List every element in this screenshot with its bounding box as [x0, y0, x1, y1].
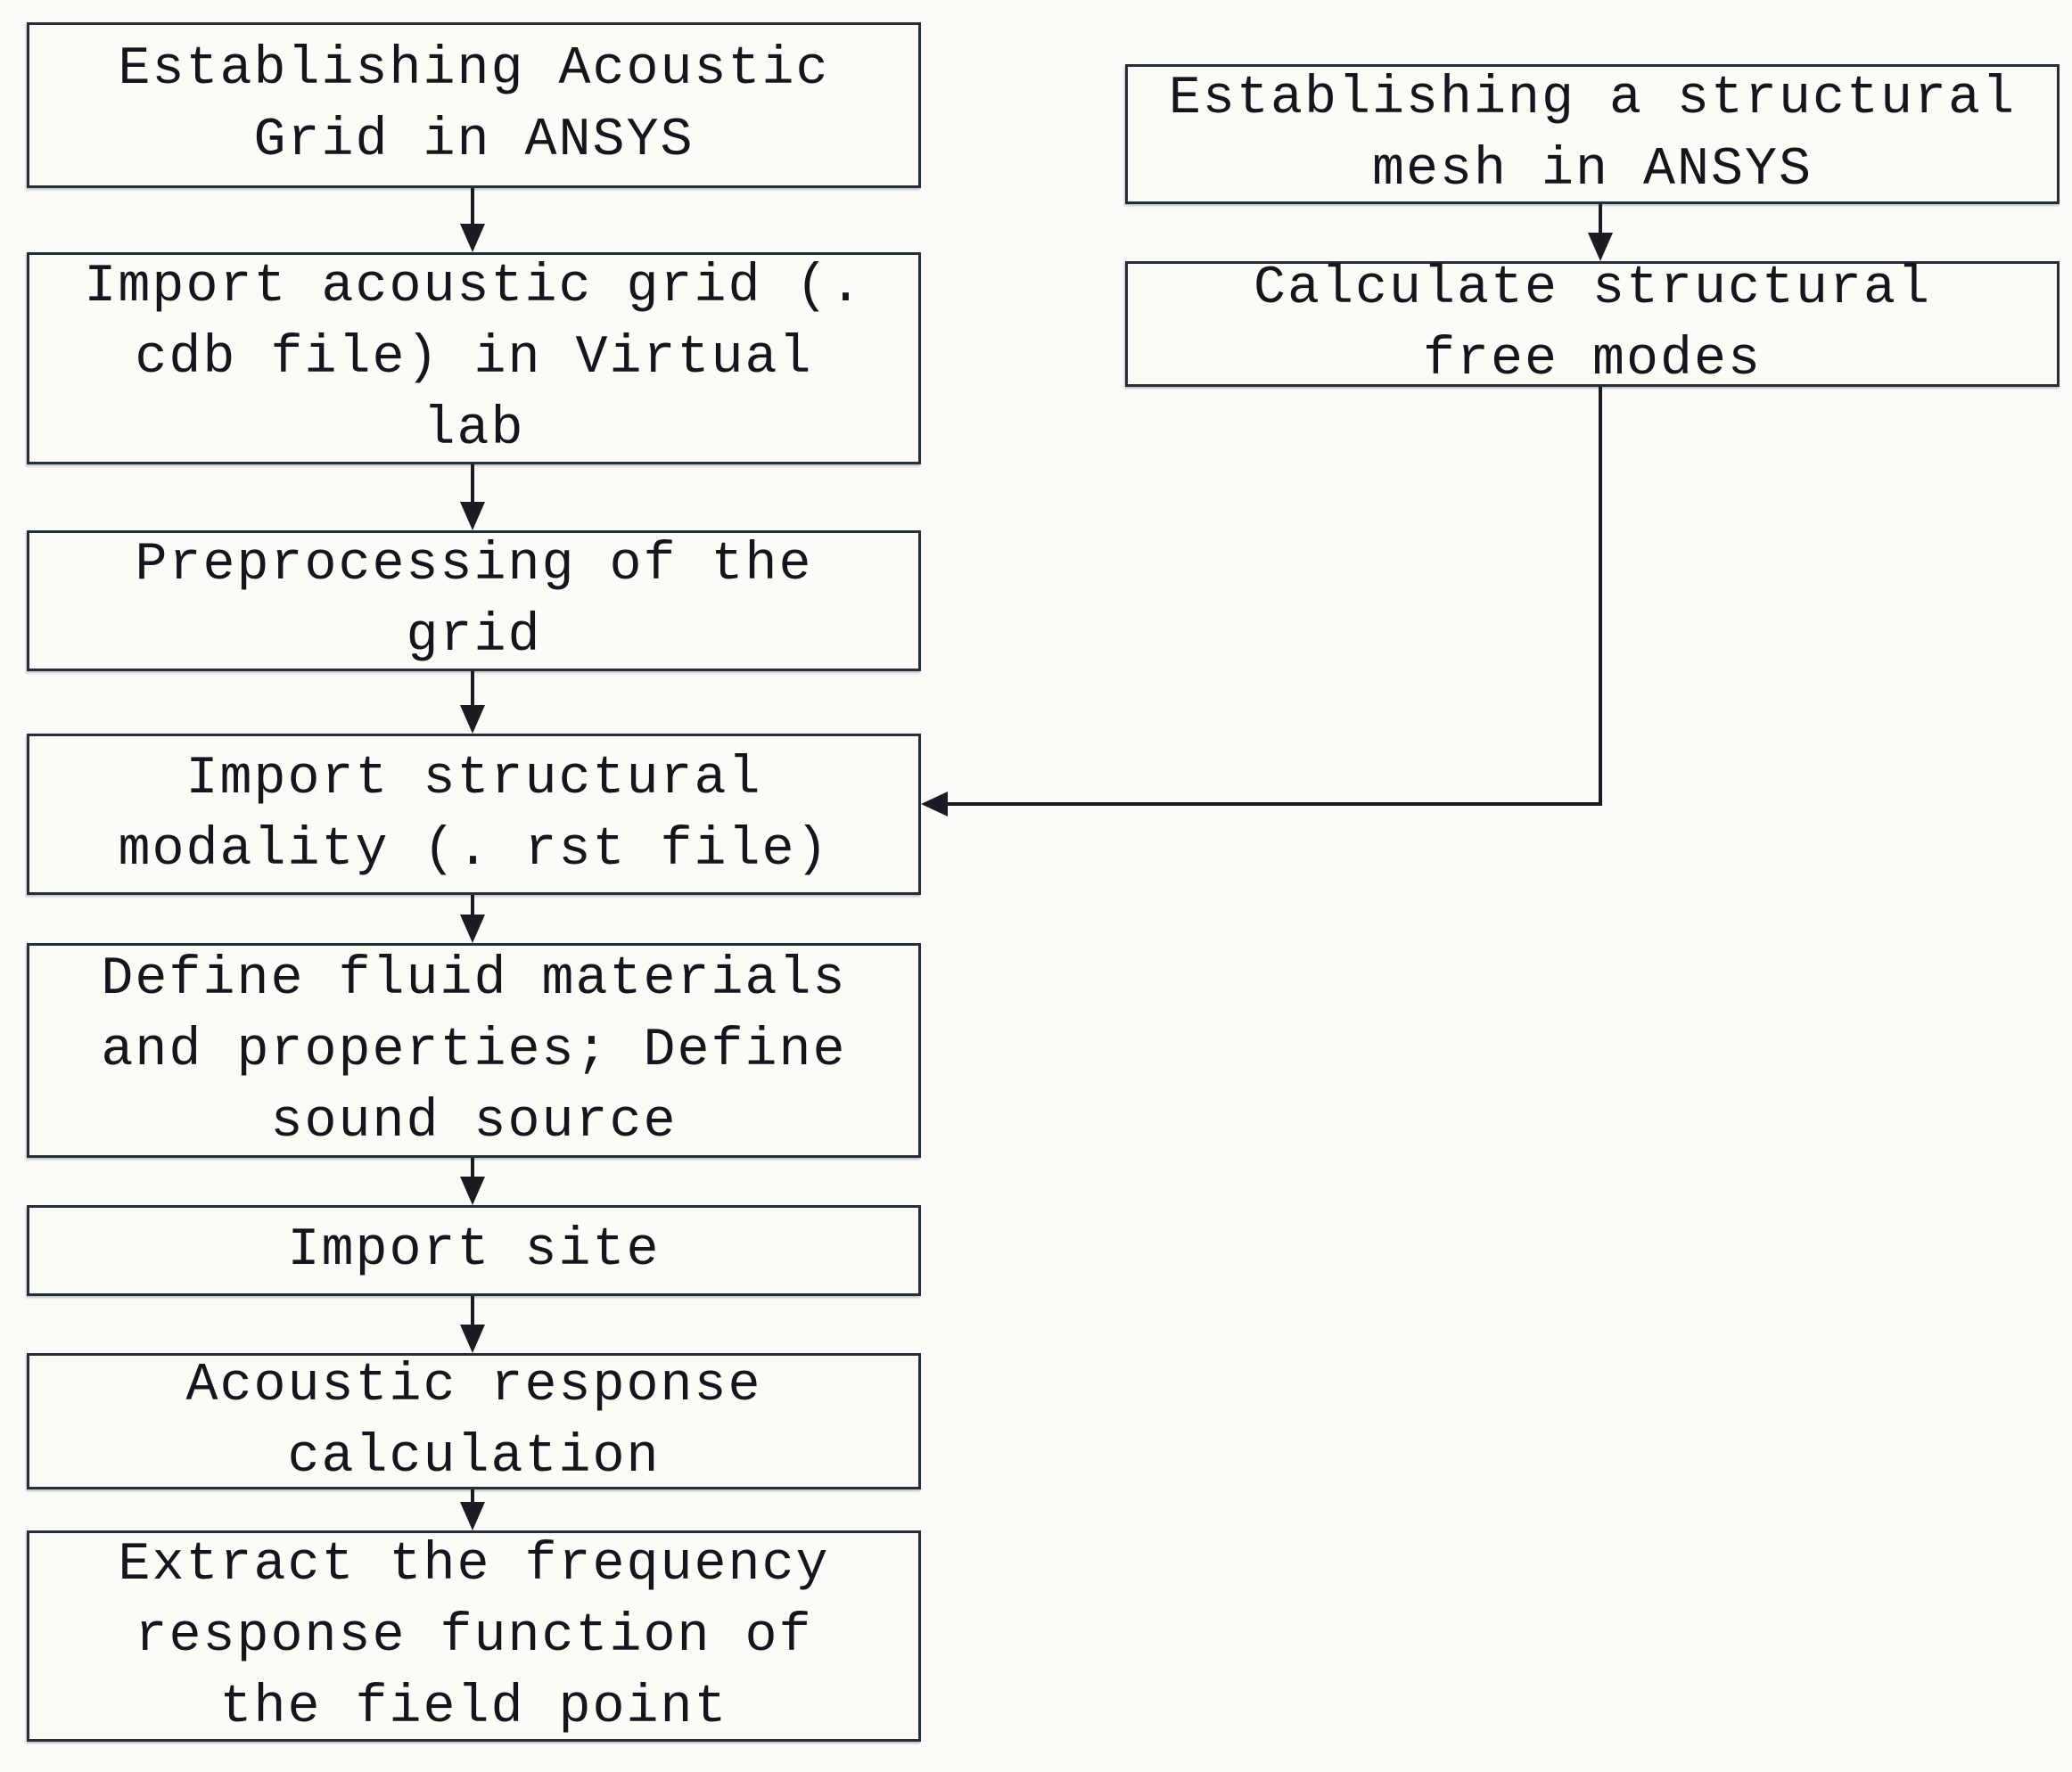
arrow-down-icon: [460, 671, 485, 734]
flow-box-import-site: Import site: [27, 1205, 921, 1296]
flow-box-label: Preprocessing of the grid: [135, 535, 813, 667]
flow-box-preprocessing-grid: Preprocessing of the grid: [27, 530, 921, 671]
arrow-down-icon: [460, 1158, 485, 1205]
flow-box-define-fluid-materials: Define fluid materials and properties; D…: [27, 943, 921, 1158]
flow-box-establishing-acoustic-grid: Establishing Acoustic Grid in ANSYS: [27, 22, 921, 188]
flow-box-label: Extract the frequency response function …: [118, 1534, 830, 1738]
arrow-down-icon: [1588, 204, 1613, 261]
flow-box-establishing-structural-mesh: Establishing a structural mesh in ANSYS: [1125, 64, 2060, 204]
connector-line-horizontal: [945, 802, 1602, 806]
flow-box-acoustic-response-calculation: Acoustic response calculation: [27, 1353, 921, 1489]
flow-box-label: Acoustic response calculation: [185, 1355, 762, 1488]
flow-box-label: Define fluid materials and properties; D…: [101, 948, 847, 1153]
arrow-down-icon: [460, 895, 485, 943]
arrow-left-icon: [921, 792, 948, 816]
flow-box-label: Import acoustic grid (. cdb file) in Vir…: [84, 257, 864, 460]
flow-box-label: Establishing a structural mesh in ANSYS: [1168, 68, 2017, 201]
flow-box-import-structural-modality: Import structural modality (. rst file): [27, 734, 921, 895]
flow-box-extract-frequency-response: Extract the frequency response function …: [27, 1530, 921, 1742]
flow-box-import-acoustic-grid: Import acoustic grid (. cdb file) in Vir…: [27, 252, 921, 464]
arrow-down-icon: [460, 1489, 485, 1530]
flow-box-calculate-free-modes: Calculate structural free modes: [1125, 258, 2060, 390]
connector-line-vertical: [1599, 387, 1602, 804]
arrow-down-icon: [460, 1296, 485, 1353]
flow-box-label: Calculate structural free modes: [1253, 258, 1932, 390]
flow-box-label: Establishing Acoustic Grid in ANSYS: [118, 39, 830, 171]
flow-box-label: Import site: [287, 1220, 661, 1281]
arrow-down-icon: [460, 464, 485, 530]
arrow-down-icon: [460, 188, 485, 252]
flow-box-label: Import structural modality (. rst file): [118, 748, 830, 881]
